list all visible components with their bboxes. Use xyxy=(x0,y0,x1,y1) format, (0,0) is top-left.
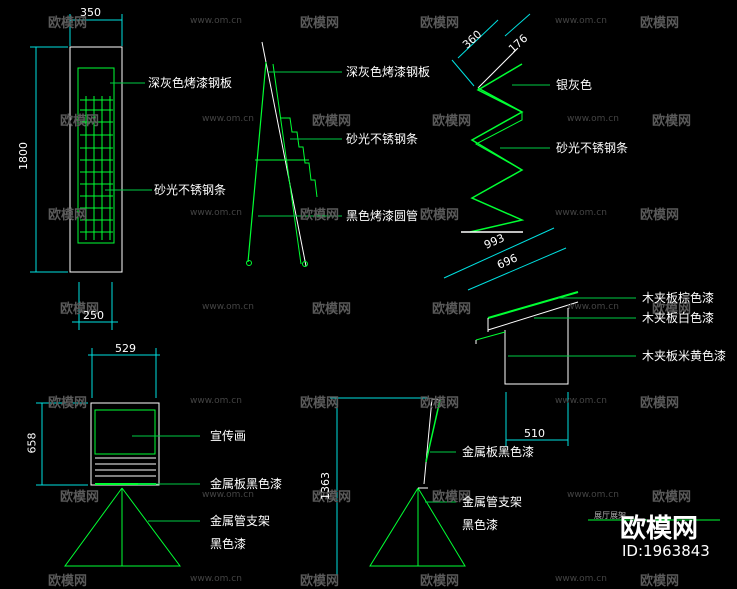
easel-side-dimensions xyxy=(330,397,428,575)
corner-note: 展厅展架 xyxy=(594,511,626,520)
brand-logo-text: 欧模网 xyxy=(620,514,699,544)
desk-drawing xyxy=(443,227,636,446)
front-panel-outline xyxy=(69,46,123,273)
easel-front-dim-height: 658 xyxy=(25,432,39,454)
watermark-brand: 欧模网 xyxy=(300,16,340,31)
watermark-url: www.om.cn xyxy=(567,114,619,124)
watermark-url: www.om.cn xyxy=(202,302,254,312)
watermark-brand: 欧模网 xyxy=(640,208,680,223)
watermark-url: www.om.cn xyxy=(555,16,607,26)
easel-front-label-stand: 金属管支架 xyxy=(210,514,271,528)
watermark-url: www.om.cn xyxy=(190,574,242,584)
watermark-brand: 欧模网 xyxy=(300,208,340,223)
watermark-brand: 欧模网 xyxy=(420,396,460,411)
watermark-brand: 欧模网 xyxy=(432,114,472,129)
side-panel-label-bottom: 黑色烤漆圆管 xyxy=(346,209,419,223)
watermark-url: www.om.cn xyxy=(202,490,254,500)
watermark-url: www.om.cn xyxy=(555,396,607,406)
watermark-brand: 欧模网 xyxy=(420,208,460,223)
watermark-brand: 欧模网 xyxy=(60,302,100,317)
easel-side-leaders xyxy=(425,451,456,503)
front-panel-leaders xyxy=(105,82,152,191)
zigzag-rack-dimensions xyxy=(451,13,531,87)
easel-side-label-stand-finish: 黑色漆 xyxy=(462,518,499,532)
front-panel-grid xyxy=(80,96,113,240)
zigzag-rack-leaders xyxy=(500,84,550,149)
watermark-url: www.om.cn xyxy=(555,208,607,218)
easel-side-drawing xyxy=(330,397,466,575)
front-panel-label-top: 深灰色烤漆钢板 xyxy=(148,76,233,90)
zigzag-label-mid: 砂光不锈钢条 xyxy=(556,141,629,155)
side-panel-drawing xyxy=(246,41,342,267)
watermark-brand: 欧模网 xyxy=(48,208,88,223)
watermark-brand: 欧模网 xyxy=(420,574,460,589)
desk-label-1: 木夹板棕色漆 xyxy=(642,291,715,305)
front-panel-dim-left: 1800 xyxy=(17,142,30,170)
side-panel-label-mid: 砂光不锈钢条 xyxy=(346,132,419,146)
watermark-brand: 欧模网 xyxy=(48,396,88,411)
easel-front-label-plate: 金属板黑色漆 xyxy=(210,477,283,491)
watermark-brand: 欧模网 xyxy=(48,16,88,31)
zigzag-rack-drawing xyxy=(451,13,550,233)
side-panel-label-top: 深灰色烤漆钢板 xyxy=(346,65,431,79)
watermark-brand: 欧模网 xyxy=(432,490,472,505)
zigzag-label-top: 银灰色 xyxy=(556,78,593,92)
watermark-brand: 欧模网 xyxy=(300,574,340,589)
easel-side-dim-height: 1363 xyxy=(319,472,332,500)
watermark-brand: 欧模网 xyxy=(432,302,472,317)
watermark-url: www.om.cn xyxy=(567,302,619,312)
watermark-url: www.om.cn xyxy=(567,490,619,500)
front-panel-dimensions xyxy=(30,14,123,330)
watermark-brand: 欧模网 xyxy=(312,302,352,317)
watermark-brand: 欧模网 xyxy=(312,114,352,129)
easel-front-label-stand-finish: 黑色漆 xyxy=(210,537,247,551)
desk-label-3: 木夹板米黄色漆 xyxy=(642,349,727,363)
easel-front-label-poster: 宣传画 xyxy=(210,429,247,443)
side-panel-leaders xyxy=(258,71,342,217)
desk-leaders xyxy=(508,297,636,357)
desk-label-2: 木夹板白色漆 xyxy=(642,311,715,325)
watermark-brand: 欧模网 xyxy=(300,396,340,411)
front-panel-label-mid: 砂光不锈钢条 xyxy=(154,183,227,197)
watermark-brand: 欧模网 xyxy=(640,396,680,411)
watermark-brand: 欧模网 xyxy=(48,574,88,589)
watermark-brand: 欧模网 xyxy=(640,16,680,31)
desk-dimensions xyxy=(443,227,569,446)
easel-front-leaders xyxy=(132,435,200,522)
watermark-brand: 欧模网 xyxy=(60,114,100,129)
brand-id: ID:1963843 xyxy=(622,542,710,560)
watermark-url: www.om.cn xyxy=(202,114,254,124)
watermark-brand: 欧模网 xyxy=(312,490,352,505)
watermark-brand: 欧模网 xyxy=(652,114,692,129)
watermark-brand: 欧模网 xyxy=(652,302,692,317)
easel-front-dimensions xyxy=(36,348,160,486)
watermark-url: www.om.cn xyxy=(190,396,242,406)
front-panel-inner xyxy=(77,67,115,244)
front-panel-dim-top: 350 xyxy=(80,6,101,19)
easel-side-label-stand: 金属管支架 xyxy=(462,495,523,509)
front-panel-drawing xyxy=(30,14,152,330)
watermark-url: www.om.cn xyxy=(555,574,607,584)
front-panel-dim-bottom: 250 xyxy=(83,309,104,322)
watermark-brand: 欧模网 xyxy=(420,16,460,31)
easel-front-dim-width: 529 xyxy=(115,342,136,355)
desk-dim-bottom: 510 xyxy=(524,427,545,440)
watermark-url: www.om.cn xyxy=(190,16,242,26)
easel-front-drawing xyxy=(36,348,200,567)
watermark-brand: 欧模网 xyxy=(652,490,692,505)
watermark-brand: 欧模网 xyxy=(640,574,680,589)
easel-side-label-plate: 金属板黑色漆 xyxy=(462,445,535,459)
watermark-url: www.om.cn xyxy=(190,208,242,218)
watermark-brand: 欧模网 xyxy=(60,490,100,505)
